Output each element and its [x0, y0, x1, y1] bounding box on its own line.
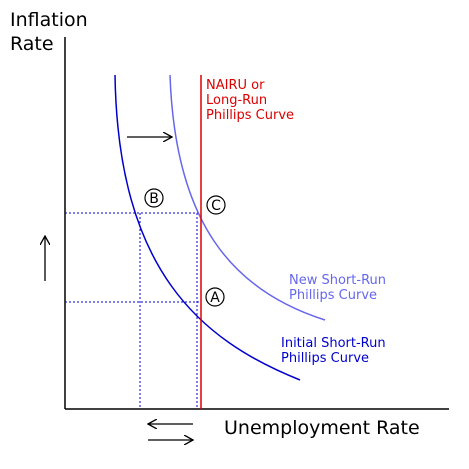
- point-b: B: [144, 188, 164, 208]
- long-run-label-line-2: Long-Run: [206, 93, 267, 108]
- point-c-marker: [206, 195, 226, 215]
- point-c: C: [206, 195, 226, 215]
- long-run-label-line-3: Phillips Curve: [206, 108, 294, 123]
- series-line-initial-short-run: [114, 74, 301, 381]
- y-axis-title-line-2: Rate: [10, 33, 54, 55]
- new-short-run-label-line-2: Phillips Curve: [289, 288, 377, 303]
- point-b-label: B: [149, 191, 159, 207]
- series-line-new-short-run: [169, 74, 326, 321]
- new-short-run-label-line-1: New Short-Run: [289, 273, 386, 288]
- initial-short-run-label-line-2: Phillips Curve: [281, 351, 369, 366]
- point-c-label: C: [211, 198, 221, 214]
- point-a-marker: [205, 287, 225, 307]
- long-run-label-line-1: NAIRU or: [206, 78, 265, 93]
- x-axis-title: Unemployment Rate: [224, 417, 420, 439]
- y-axis-title-line-1: Inflation: [10, 9, 88, 31]
- point-a: A: [205, 287, 225, 307]
- point-a-label: A: [210, 290, 220, 306]
- initial-short-run-label-line-1: Initial Short-Run: [281, 336, 386, 351]
- point-b-marker: [144, 188, 164, 208]
